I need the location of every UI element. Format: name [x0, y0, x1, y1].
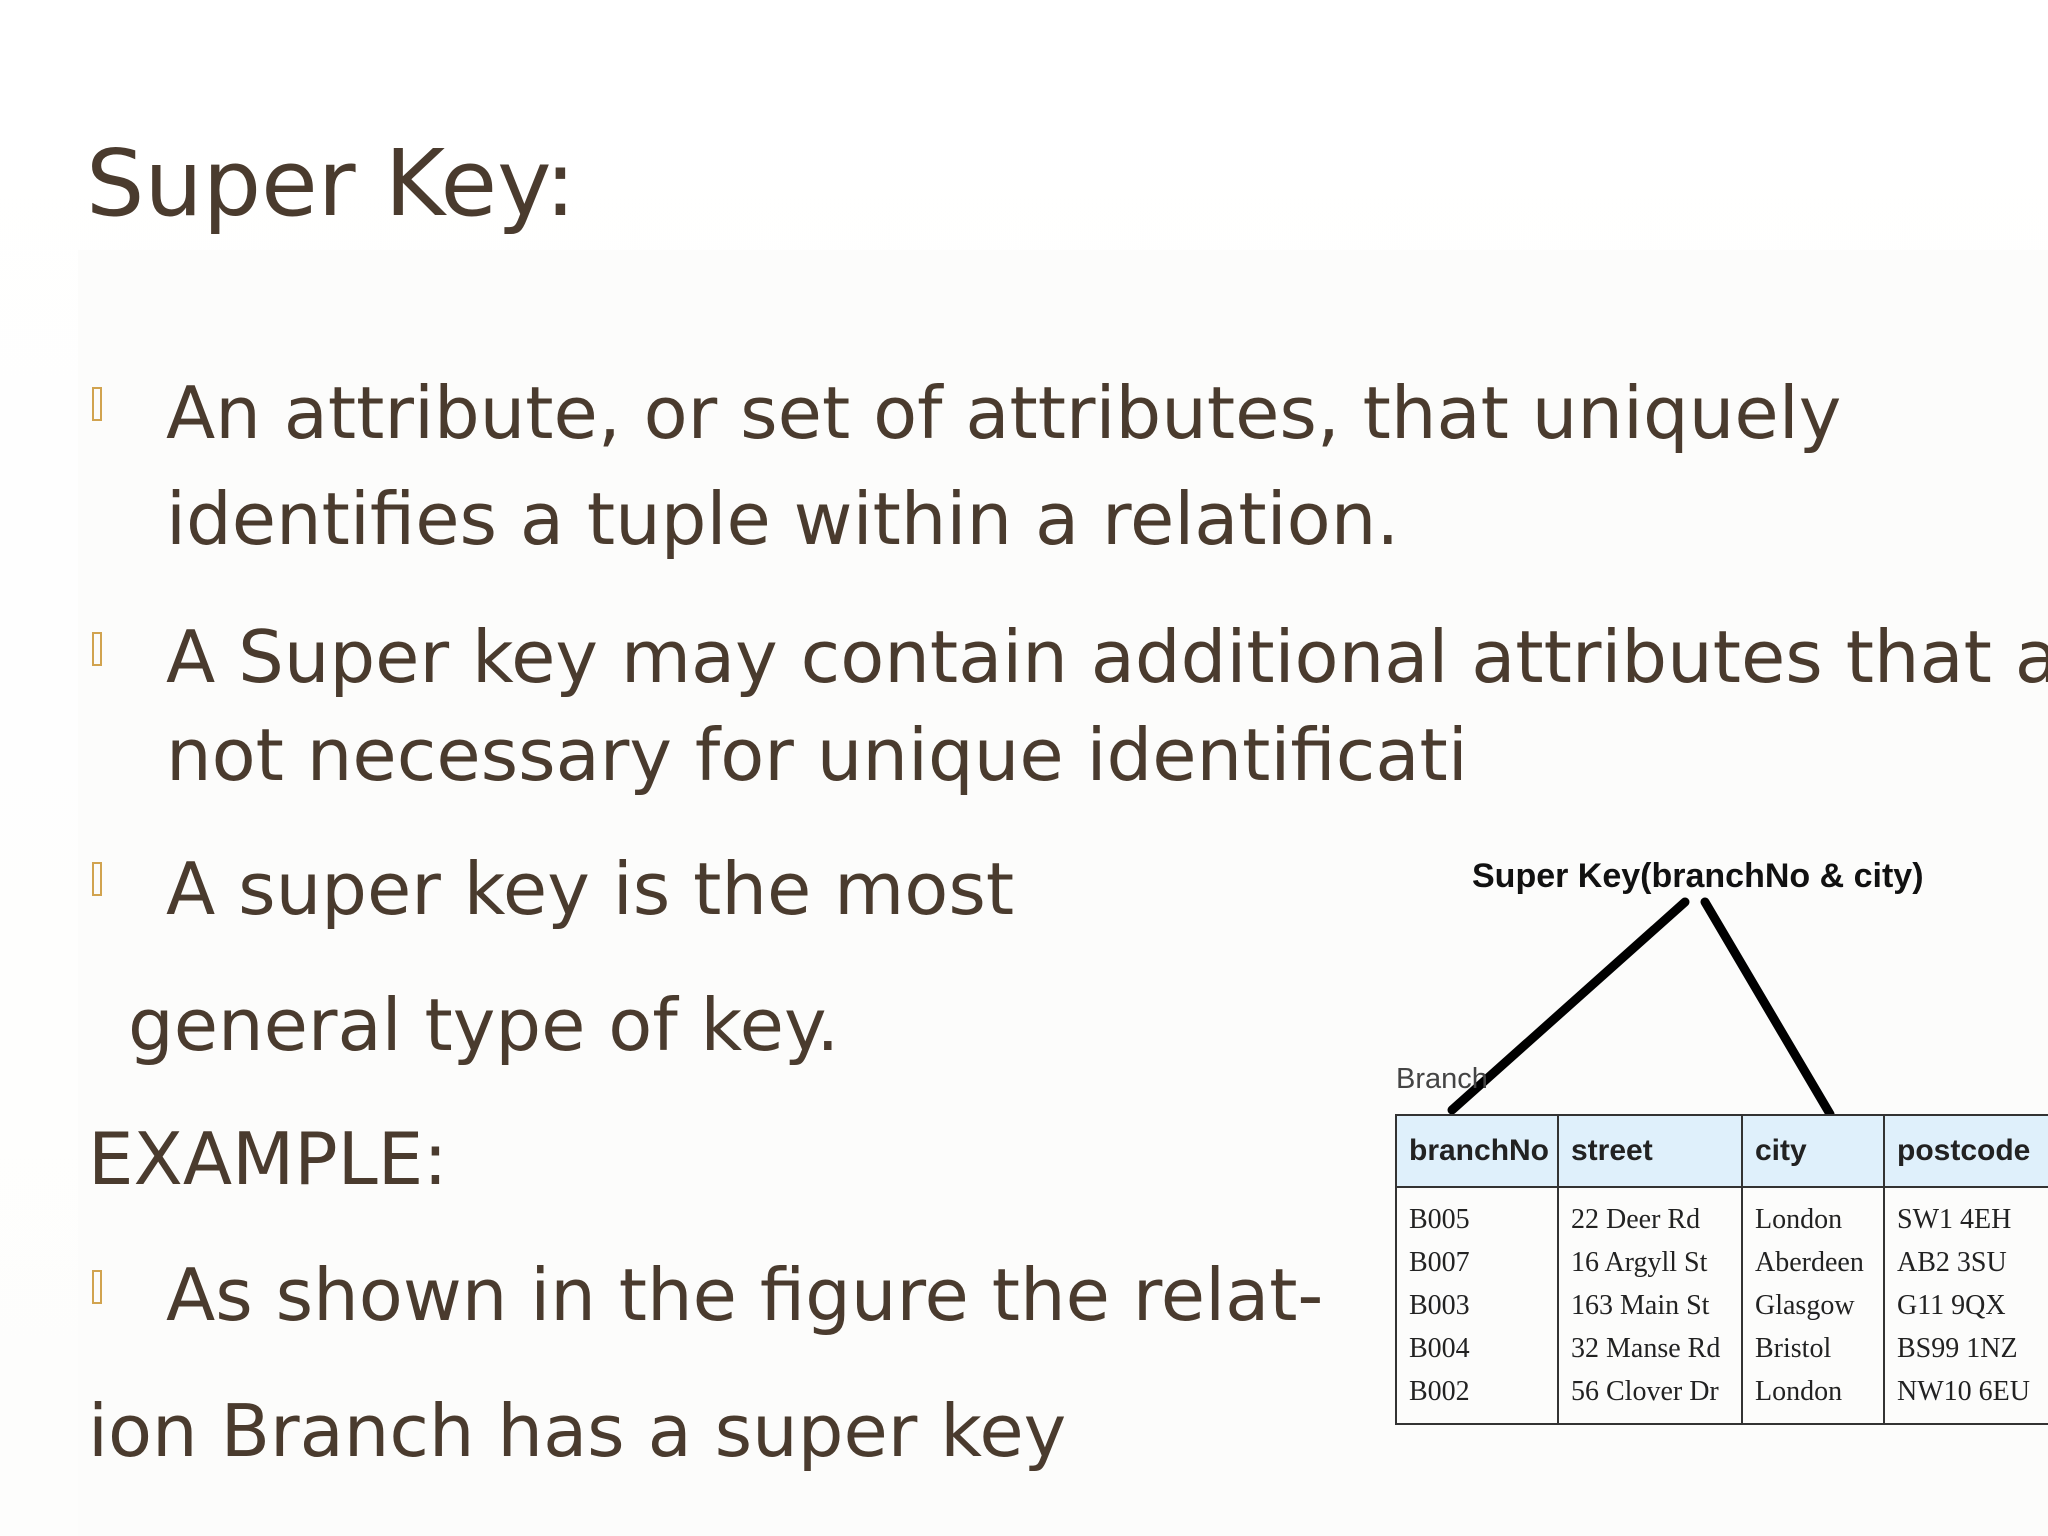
cell-city: London: [1741, 1370, 1885, 1425]
cell-branchno: B004: [1395, 1327, 1559, 1370]
cell-city: Glasgow: [1741, 1284, 1885, 1327]
table-row: B002 56 Clover Dr London NW10 6EU: [1395, 1370, 2048, 1425]
cell-street: 56 Clover Dr: [1557, 1370, 1743, 1425]
cell-street: 32 Manse Rd: [1557, 1327, 1743, 1370]
cell-branchno: B002: [1395, 1370, 1559, 1425]
bullet-icon: [92, 862, 102, 896]
super-key-figure: Super Key(branchNo & city) Branch branch…: [1390, 850, 2048, 1450]
header-branchno: branchNo: [1395, 1114, 1559, 1188]
cell-postcode: G11 9QX: [1883, 1284, 2048, 1327]
bullet-3-line-1: A super key is the most: [166, 847, 1015, 931]
example-heading: EXAMPLE:: [88, 1117, 448, 1201]
pointer-line-city: [1700, 897, 1835, 1119]
bullet-2-line-1: A Super key may contain additional attri…: [166, 615, 2048, 699]
pointer-line-branchno: [1447, 897, 1690, 1115]
header-street: street: [1557, 1114, 1743, 1188]
cell-postcode: AB2 3SU: [1883, 1241, 2048, 1284]
branch-table: branchNo street city postcode B005 22 De…: [1395, 1114, 2048, 1425]
cell-branchno: B007: [1395, 1241, 1559, 1284]
cell-street: 16 Argyll St: [1557, 1241, 1743, 1284]
table-row: B007 16 Argyll St Aberdeen AB2 3SU: [1395, 1241, 2048, 1284]
cell-branchno: B005: [1395, 1187, 1559, 1241]
relation-name: Branch: [1396, 1063, 1488, 1095]
cell-city: London: [1741, 1187, 1885, 1241]
table-header-row: branchNo street city postcode: [1395, 1114, 2048, 1188]
bullet-2-line-2: not necessary for unique identificati: [166, 713, 1468, 797]
cell-postcode: NW10 6EU: [1883, 1370, 2048, 1425]
header-city: city: [1741, 1114, 1885, 1188]
bullet-icon: [92, 1270, 102, 1304]
bullet-icon: [92, 632, 102, 666]
slide-title: Super Key:: [86, 130, 576, 237]
cell-postcode: SW1 4EH: [1883, 1187, 2048, 1241]
bullet-3-line-2: general type of key.: [128, 983, 840, 1067]
cell-postcode: BS99 1NZ: [1883, 1327, 2048, 1370]
super-key-label: Super Key(branchNo & city): [1472, 857, 1924, 895]
cell-city: Aberdeen: [1741, 1241, 1885, 1284]
header-postcode: postcode: [1883, 1114, 2048, 1188]
bullet-4-line-1: As shown in the figure the relat-: [166, 1253, 1324, 1337]
bullet-1-line-2: identifies a tuple within a relation.: [166, 477, 1400, 561]
cell-street: 22 Deer Rd: [1557, 1187, 1743, 1241]
super-key-pointer-lines: [1447, 897, 1835, 1119]
table-row: B003 163 Main St Glasgow G11 9QX: [1395, 1284, 2048, 1327]
bullet-1-line-1: An attribute, or set of attributes, that…: [166, 371, 1842, 455]
table-row: B005 22 Deer Rd London SW1 4EH: [1395, 1187, 2048, 1241]
cell-city: Bristol: [1741, 1327, 1885, 1370]
table-row: B004 32 Manse Rd Bristol BS99 1NZ: [1395, 1327, 2048, 1370]
bullet-4-line-2: ion Branch has a super key: [88, 1389, 1067, 1473]
cell-branchno: B003: [1395, 1284, 1559, 1327]
cell-street: 163 Main St: [1557, 1284, 1743, 1327]
bullet-icon: [92, 387, 102, 421]
